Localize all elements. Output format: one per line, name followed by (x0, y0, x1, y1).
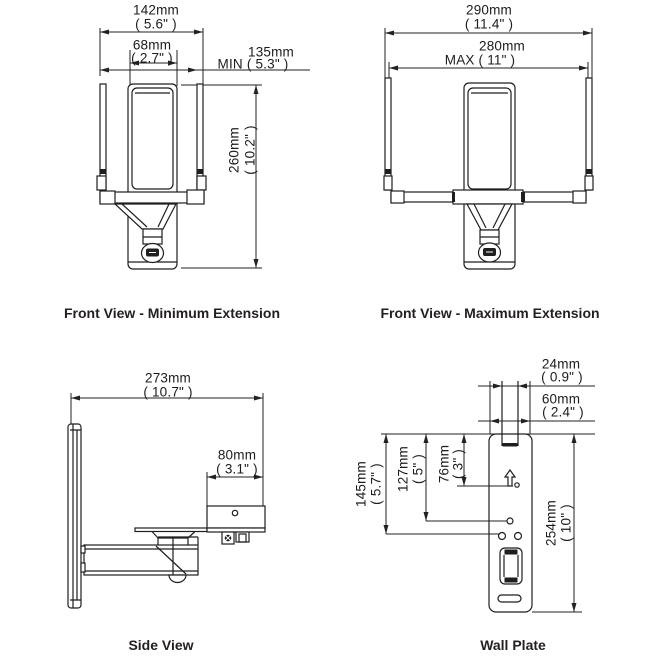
dim-127mm-inch-label: ( 5" ) (410, 454, 426, 484)
wall-plate-drawing (381, 381, 595, 613)
side-dimension-lines (70, 393, 264, 506)
dim-135mm-min-inch-label: MIN ( 5.3" ) (217, 56, 289, 72)
dim-80mm-inch-label: ( 3.1" ) (216, 461, 258, 477)
dim-260mm-label: 260mm (226, 126, 242, 174)
front-min-dimension-lines (99, 28, 310, 269)
dim-24mm-inch-label: ( 0.9" ) (541, 369, 583, 385)
dim-76mm-inch-label: ( 3" ) (450, 449, 466, 479)
caption-wall-plate: Wall Plate (480, 637, 546, 653)
dim-60mm-label: 60mm (541, 391, 581, 407)
dim-142mm-label: 142mm (132, 2, 180, 18)
dim-80mm-label: 80mm (217, 447, 257, 463)
dim-280mm-label: 280mm (478, 38, 526, 54)
dim-24mm-label: 24mm (541, 356, 581, 372)
dim-145mm-inch-label: ( 5.7" ) (368, 463, 384, 505)
dim-142mm-inch-label: ( 5.6" ) (135, 16, 177, 32)
dim-135mm-label: 135mm (247, 44, 295, 60)
caption-front-view-maximum: Front View - Maximum Extension (380, 305, 600, 321)
dim-273mm-label: 273mm (144, 370, 192, 386)
dim-127mm-label: 127mm (395, 445, 411, 493)
dim-280mm-max-inch-label: MAX ( 11" ) (444, 52, 516, 68)
dim-68mm-label: 68mm (132, 37, 172, 53)
dim-76mm-label: 76mm (436, 444, 452, 484)
dim-290mm-label: 290mm (465, 2, 513, 18)
side-drawing (67, 423, 266, 609)
dim-60mm-inch-label: ( 2.4" ) (542, 404, 584, 420)
dim-273mm-inch-label: ( 10.7" ) (143, 384, 193, 400)
wall-plate-dimension-lines (383, 383, 595, 613)
caption-front-view-minimum: Front View - Minimum Extension (64, 305, 280, 321)
front-max-dimension-lines (384, 28, 593, 78)
front-max-drawing (383, 77, 594, 270)
dim-145mm-label: 145mm (353, 460, 369, 508)
dim-254mm-label: 254mm (543, 499, 559, 547)
front-min-drawing (96, 83, 207, 270)
dim-68mm-inch-label: ( 2.7" ) (131, 50, 173, 66)
dim-290mm-inch-label: ( 11.4" ) (464, 16, 514, 32)
dim-260mm-inch-label: ( 10.2" ) (242, 125, 258, 175)
caption-side-view: Side View (128, 637, 194, 653)
dim-254mm-inch-label: ( 10" ) (558, 504, 574, 542)
